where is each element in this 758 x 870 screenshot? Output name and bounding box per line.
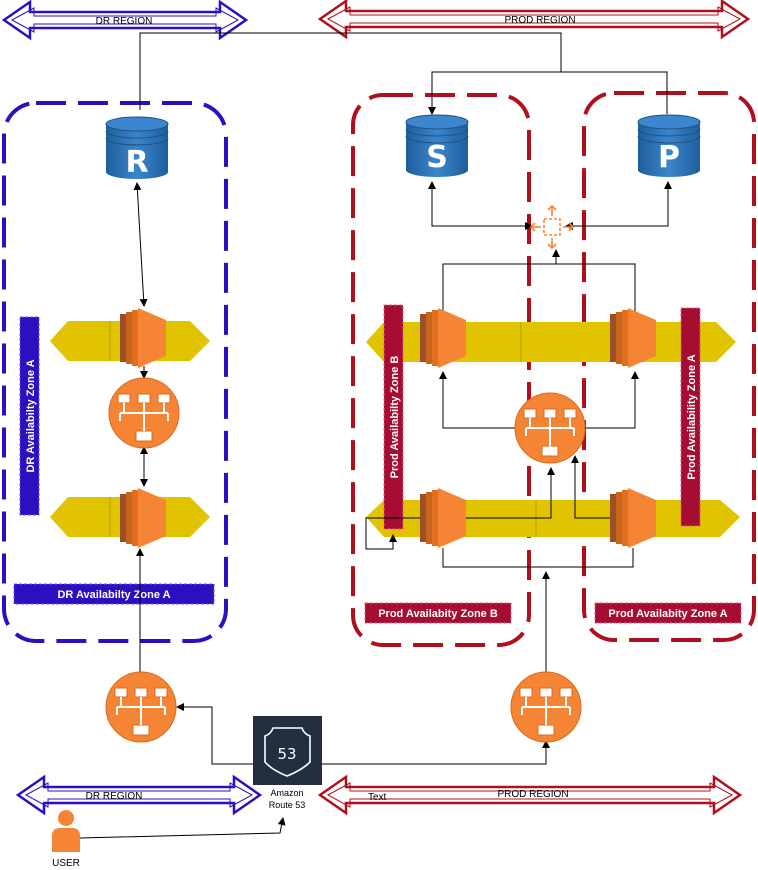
dr-region-arrow-bottom	[15, 774, 263, 816]
prod-zone-a-bottom-label: Prod Availabity Zone A	[608, 608, 727, 620]
route53-caption-line1: Amazon	[270, 788, 303, 798]
text-label: Text	[368, 792, 387, 803]
replication-line	[139, 32, 562, 110]
user-label: USER	[52, 858, 80, 869]
dr-db-to-instance-line	[133, 182, 148, 307]
prod-zone-b-bottom-label: Prod Availabity Zone B	[378, 608, 498, 620]
db-primary-icon[interactable]	[637, 114, 701, 177]
prod-region-arrow-top	[317, 0, 751, 40]
dr-zone-vertical-box	[19, 316, 40, 516]
prod-zone-b-vertical-label: Prod Availabilty Zone B	[389, 356, 401, 479]
primary-to-secondary-line	[428, 71, 561, 115]
db-primary-label: P	[658, 140, 680, 175]
prod-ec2-zone-b-upper-icon[interactable]	[420, 308, 466, 368]
db-replica-label: R	[125, 145, 148, 180]
dr-zone-vertical-label: DR Availabilty Zone A	[25, 359, 37, 472]
prod-public-load-balancer-icon[interactable]	[510, 671, 582, 743]
dr-ec2-instance-lower-icon[interactable]	[120, 488, 166, 548]
prod-internal-load-balancer-icon[interactable]	[514, 392, 586, 464]
db-secondary-label: S	[426, 140, 448, 175]
prod-ec2-zone-a-lower-icon[interactable]	[610, 488, 656, 548]
prod-region-label-top: PROD REGION	[504, 15, 575, 26]
prod-zone-a-bottom-box	[594, 602, 742, 624]
prod-zone-b-vertical-box	[383, 304, 404, 530]
db-secondary-icon[interactable]	[405, 114, 469, 177]
dr-region-arrow-top	[1, 0, 249, 41]
prod-zone-b-bottom-box	[364, 602, 512, 624]
prod-region-label-bottom: PROD REGION	[497, 789, 568, 800]
dr-region-label-top: DR REGION	[96, 16, 153, 27]
prod-ec2-zone-b-lower-icon[interactable]	[420, 488, 466, 548]
dr-zone-a-container	[2, 101, 228, 643]
db-replica-icon[interactable]	[105, 116, 169, 179]
processor-icon	[529, 204, 575, 250]
connectors	[79, 32, 672, 839]
route53-icon[interactable]	[253, 716, 322, 785]
prod-ec2-zone-a-upper-icon[interactable]	[610, 308, 656, 368]
dr-zone-bottom-box	[13, 583, 215, 605]
route53-badge-number: 53	[277, 745, 296, 763]
dr-region-label-bottom: DR REGION	[86, 791, 143, 802]
dr-internal-load-balancer-icon[interactable]	[108, 377, 180, 449]
dr-ec2-instance-upper-icon[interactable]	[120, 308, 166, 368]
prod-region-arrow-bottom	[317, 774, 743, 816]
route53-caption-line2: Route 53	[269, 800, 306, 810]
dr-zone-bottom-label: DR Availabilty Zone A	[57, 589, 170, 601]
user-icon	[52, 810, 80, 852]
prod-zone-a-container	[582, 91, 756, 642]
prod-zone-b-container	[351, 93, 531, 647]
prod-zone-a-vertical-box	[680, 307, 701, 527]
prod-zone-a-vertical-label: Prod Availability Zone A	[686, 354, 698, 479]
dr-public-load-balancer-icon[interactable]	[105, 671, 177, 743]
